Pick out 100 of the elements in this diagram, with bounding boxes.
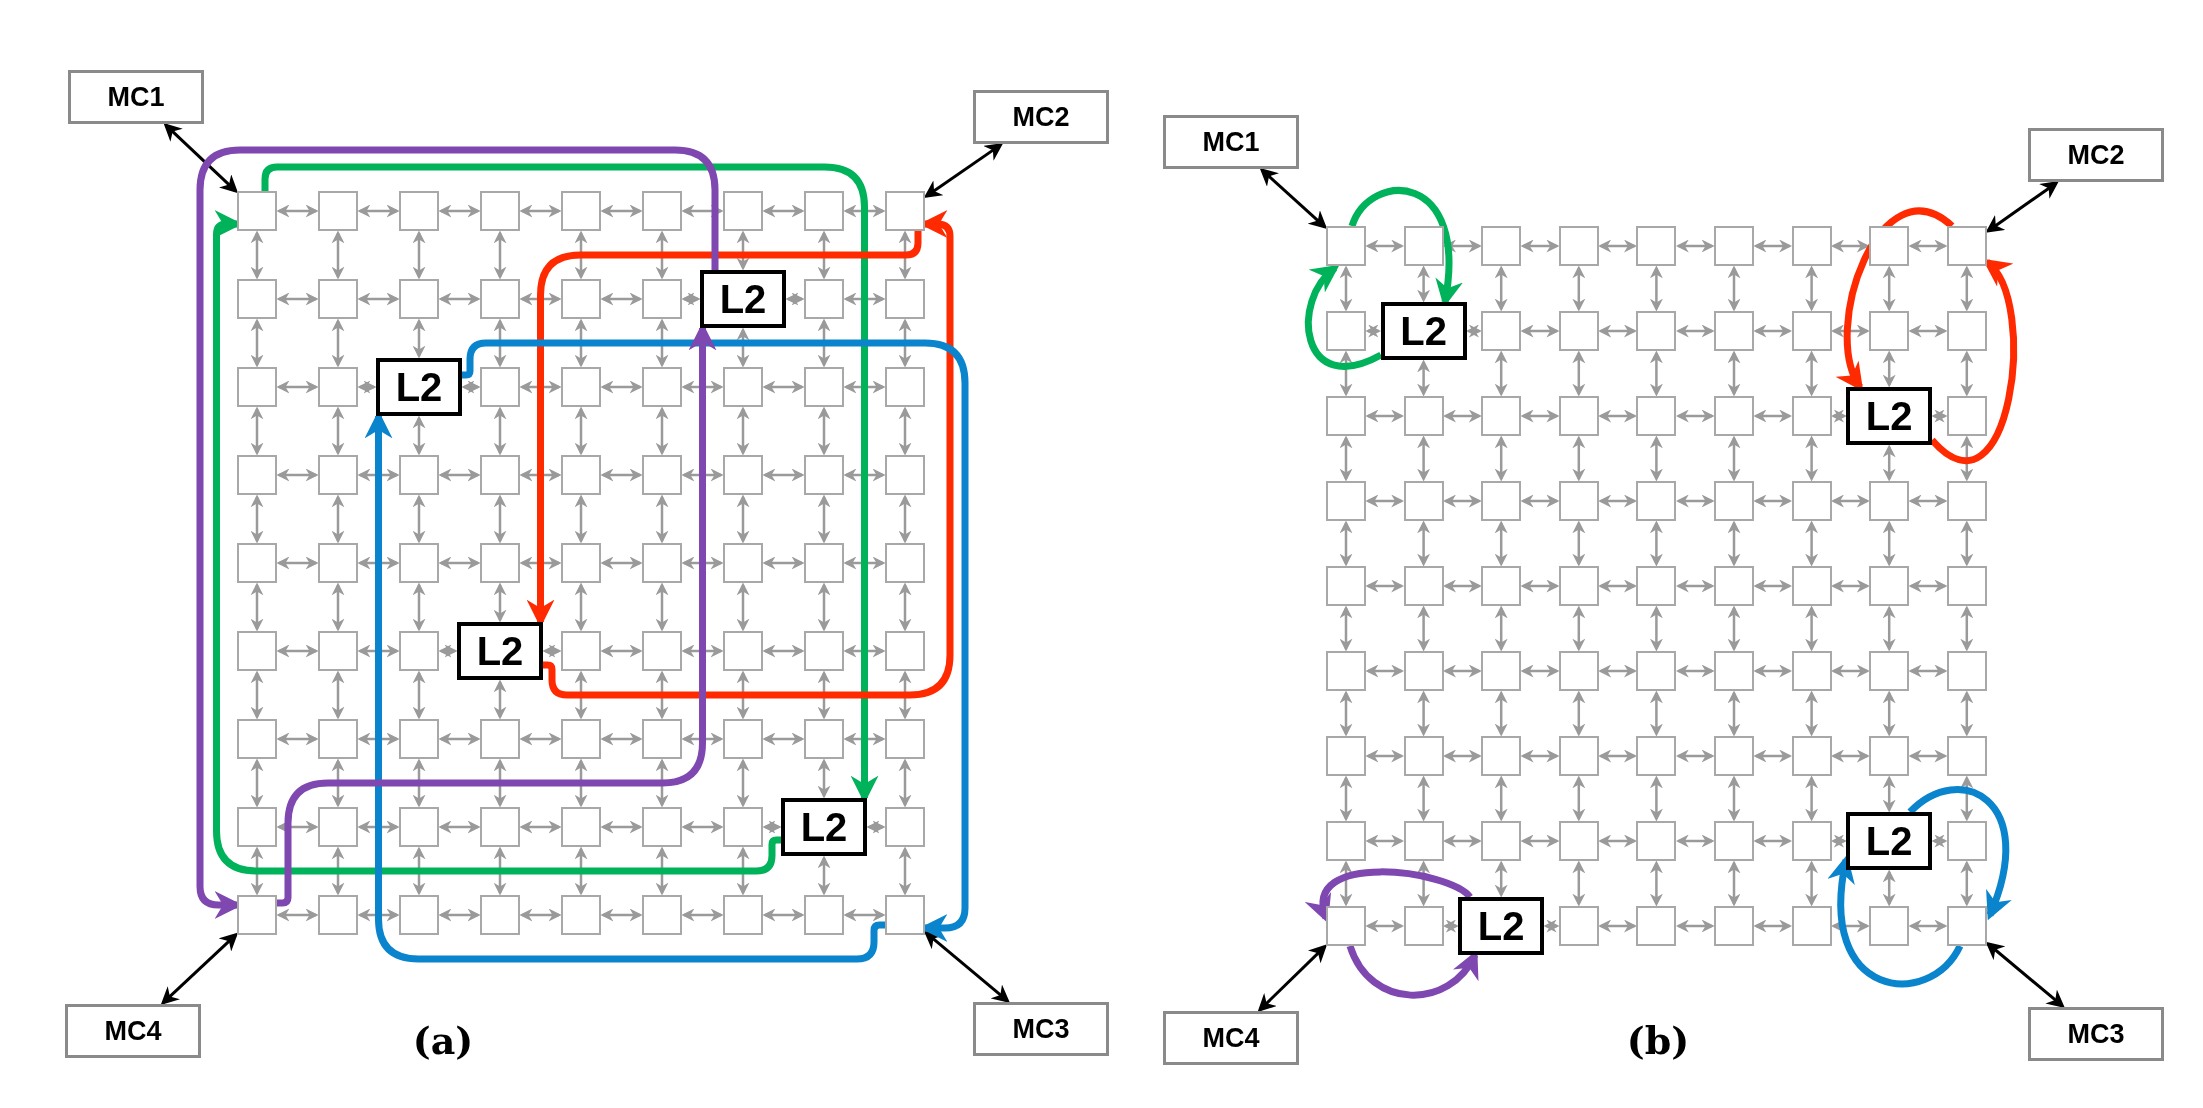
- router-box: [1558, 226, 1599, 266]
- router-box: [1946, 651, 1987, 691]
- router-box: [1558, 566, 1599, 606]
- double-arrow: [1675, 834, 1715, 848]
- double-arrow: [163, 122, 239, 194]
- double-arrow: [817, 406, 831, 456]
- router-box: [1946, 566, 1987, 606]
- router-box: [1636, 736, 1677, 776]
- double-arrow: [1598, 494, 1637, 508]
- router-box: [399, 631, 439, 671]
- router-box: [1714, 736, 1754, 776]
- router-box: [399, 807, 439, 847]
- double-arrow: [898, 846, 912, 896]
- double-arrow: [600, 380, 643, 394]
- double-arrow: [1520, 494, 1560, 508]
- router-box: [561, 807, 601, 847]
- router-box: [1946, 481, 1987, 521]
- memory-controller-box: MC2: [2028, 128, 2164, 182]
- double-arrow: [574, 582, 588, 632]
- double-arrow: [276, 644, 319, 658]
- double-arrow: [331, 582, 345, 632]
- double-arrow: [357, 732, 400, 746]
- double-arrow: [1365, 919, 1405, 933]
- double-arrow: [1882, 265, 1896, 312]
- double-arrow: [493, 582, 507, 623]
- double-arrow: [1365, 239, 1405, 253]
- router-box: [804, 455, 844, 495]
- double-arrow: [898, 670, 912, 720]
- double-arrow: [1572, 690, 1586, 737]
- double-arrow: [898, 494, 912, 544]
- router-box: [237, 719, 277, 759]
- router-box: [885, 543, 925, 583]
- router-box: [642, 455, 682, 495]
- double-arrow: [1543, 919, 1560, 933]
- double-arrow: [1494, 520, 1508, 567]
- double-arrow: [412, 415, 426, 456]
- double-arrow: [1805, 860, 1819, 907]
- router-box: [1558, 311, 1599, 351]
- double-arrow: [276, 292, 319, 306]
- double-arrow: [1960, 435, 1974, 482]
- double-arrow: [843, 644, 886, 658]
- double-arrow: [1572, 775, 1586, 822]
- double-arrow: [438, 908, 481, 922]
- double-arrow: [1520, 579, 1560, 593]
- double-arrow: [1443, 664, 1482, 678]
- double-arrow: [1727, 605, 1741, 652]
- double-arrow: [817, 230, 831, 280]
- double-arrow: [519, 732, 562, 746]
- double-arrow: [276, 820, 319, 834]
- double-arrow: [1805, 690, 1819, 737]
- router-box: [1326, 651, 1366, 691]
- double-arrow: [898, 406, 912, 456]
- double-arrow: [898, 758, 912, 808]
- double-arrow: [412, 582, 426, 632]
- double-arrow: [250, 582, 264, 632]
- double-arrow: [331, 318, 345, 368]
- double-arrow: [843, 732, 886, 746]
- double-arrow: [1259, 167, 1328, 229]
- double-arrow: [1339, 860, 1353, 907]
- router-box: [237, 191, 277, 231]
- double-arrow: [574, 758, 588, 808]
- double-arrow: [1908, 749, 1948, 763]
- memory-controller-box: MC3: [2028, 1007, 2164, 1061]
- router-box: [480, 807, 520, 847]
- double-arrow: [736, 846, 750, 896]
- router-box: [723, 367, 763, 407]
- double-arrow: [736, 582, 750, 632]
- double-arrow: [519, 468, 562, 482]
- double-arrow: [1960, 690, 1974, 737]
- double-arrow: [1675, 324, 1715, 338]
- router-box: [642, 279, 682, 319]
- router-box: [885, 895, 925, 935]
- router-box: [1403, 226, 1444, 266]
- router-box: [885, 367, 925, 407]
- double-arrow: [1598, 834, 1637, 848]
- double-arrow: [736, 670, 750, 720]
- double-arrow: [1960, 775, 1974, 822]
- double-arrow: [1339, 435, 1353, 482]
- router-box: [1403, 566, 1444, 606]
- double-arrow: [1831, 579, 1870, 593]
- double-arrow: [357, 820, 400, 834]
- double-arrow: [1753, 409, 1793, 423]
- memory-controller-box: MC4: [1163, 1011, 1299, 1065]
- router-box: [1946, 226, 1987, 266]
- router-box: [1558, 736, 1599, 776]
- double-arrow: [1960, 860, 1974, 907]
- double-arrow: [1908, 239, 1948, 253]
- double-arrow: [1727, 775, 1741, 822]
- double-arrow: [1805, 605, 1819, 652]
- router-box: [1326, 566, 1366, 606]
- router-box: [1791, 906, 1832, 946]
- router-box: [1946, 821, 1987, 861]
- double-arrow: [681, 732, 724, 746]
- double-arrow: [1831, 834, 1847, 848]
- router-box: [885, 631, 925, 671]
- double-arrow: [493, 230, 507, 280]
- router-box: [1869, 481, 1910, 521]
- double-arrow: [357, 468, 400, 482]
- double-arrow: [681, 556, 724, 570]
- double-arrow: [600, 908, 643, 922]
